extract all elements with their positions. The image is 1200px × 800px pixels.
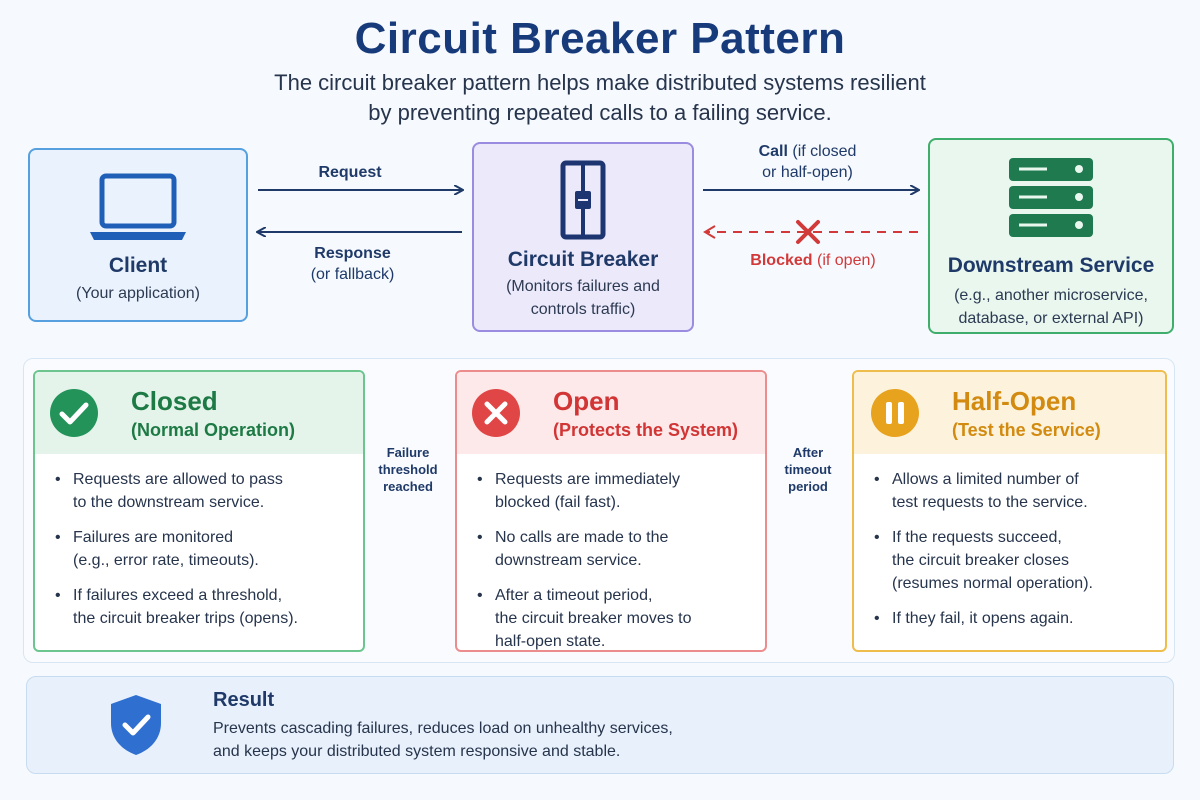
response-label: Response (or fallback) [280, 243, 425, 285]
state-half-open-card: Half-Open (Test the Service) Allows a li… [852, 370, 1167, 652]
call-label-bold: Call [758, 143, 788, 160]
blocked-label: Blocked (if open) [728, 250, 898, 271]
x-circle-icon [472, 389, 520, 437]
list-item: If the requests succeed,the circuit brea… [872, 526, 1093, 595]
state-half-open-name: Half-Open [952, 386, 1077, 416]
circuit-breaker-subtitle-1: (Monitors failures and [506, 278, 660, 295]
shield-check-icon [111, 695, 161, 755]
response-label-line-2: (or fallback) [310, 266, 395, 283]
blocked-label-bold: Blocked [750, 252, 813, 269]
list-item: Failures are monitored(e.g., error rate,… [53, 526, 298, 572]
state-open-name: Open [553, 386, 620, 416]
client-subtitle: (Your application) [76, 285, 200, 302]
page-subtitle: The circuit breaker pattern helps make d… [0, 68, 1200, 128]
state-half-open-desc: (Test the Service) [952, 420, 1101, 440]
check-circle-icon [50, 389, 98, 437]
downstream-subtitle-1: (e.g., another microservice, [954, 287, 1148, 304]
page-title: Circuit Breaker Pattern [354, 14, 846, 63]
transition-label-timeout: After timeout period [784, 445, 832, 494]
switch-icon [474, 160, 692, 240]
transition-label-failure: Failure threshold reached [378, 445, 438, 494]
subtitle-line-1: The circuit breaker pattern helps make d… [274, 70, 926, 95]
circuit-breaker-title: Circuit Breaker [507, 248, 659, 271]
result-banner: Result Prevents cascading failures, redu… [26, 676, 1174, 774]
request-label: Request [290, 162, 410, 183]
blocked-x-icon [796, 220, 820, 244]
client-box: Client (Your application) [28, 148, 248, 322]
state-closed-card: Closed (Normal Operation) Requests are a… [33, 370, 365, 652]
blocked-label-rest: (if open) [812, 252, 876, 269]
list-item: If failures exceed a threshold,the circu… [53, 584, 298, 630]
subtitle-line-2: by preventing repeated calls to a failin… [368, 100, 832, 125]
request-label-text: Request [318, 164, 382, 181]
pause-circle-icon [871, 389, 919, 437]
state-closed-desc: (Normal Operation) [131, 420, 296, 440]
list-item: After a timeout period,the circuit break… [475, 584, 692, 650]
result-title: Result [213, 689, 275, 711]
response-label-line-1: Response [314, 245, 391, 262]
circuit-breaker-subtitle-2: controls traffic) [530, 301, 636, 318]
result-line-2: and keeps your distributed system respon… [213, 743, 621, 760]
client-title: Client [108, 254, 168, 277]
downstream-service-box: Downstream Service (e.g., another micros… [928, 138, 1174, 334]
call-label-rest: (if closed [787, 143, 857, 160]
server-icon [930, 156, 1172, 240]
call-label: Call (if closed or half-open) [735, 141, 880, 183]
downstream-subtitle-2: database, or external API) [958, 310, 1144, 327]
state-open-card: Open (Protects the System) Requests are … [455, 370, 767, 652]
result-text: Prevents cascading failures, reduces loa… [213, 717, 673, 763]
state-open-header: Open (Protects the System) [457, 372, 765, 454]
state-closed-name: Closed [131, 386, 218, 416]
state-open-desc: (Protects the System) [553, 420, 739, 440]
result-line-1: Prevents cascading failures, reduces loa… [213, 720, 673, 737]
state-half-open-header: Half-Open (Test the Service) [854, 372, 1165, 454]
call-label-line-2: or half-open) [762, 164, 853, 181]
list-item: If they fail, it opens again. [872, 607, 1093, 630]
state-closed-header: Closed (Normal Operation) [35, 372, 363, 454]
downstream-title: Downstream Service [947, 254, 1155, 277]
laptop-icon [30, 172, 246, 244]
circuit-breaker-box: Circuit Breaker (Monitors failures and c… [472, 142, 694, 332]
